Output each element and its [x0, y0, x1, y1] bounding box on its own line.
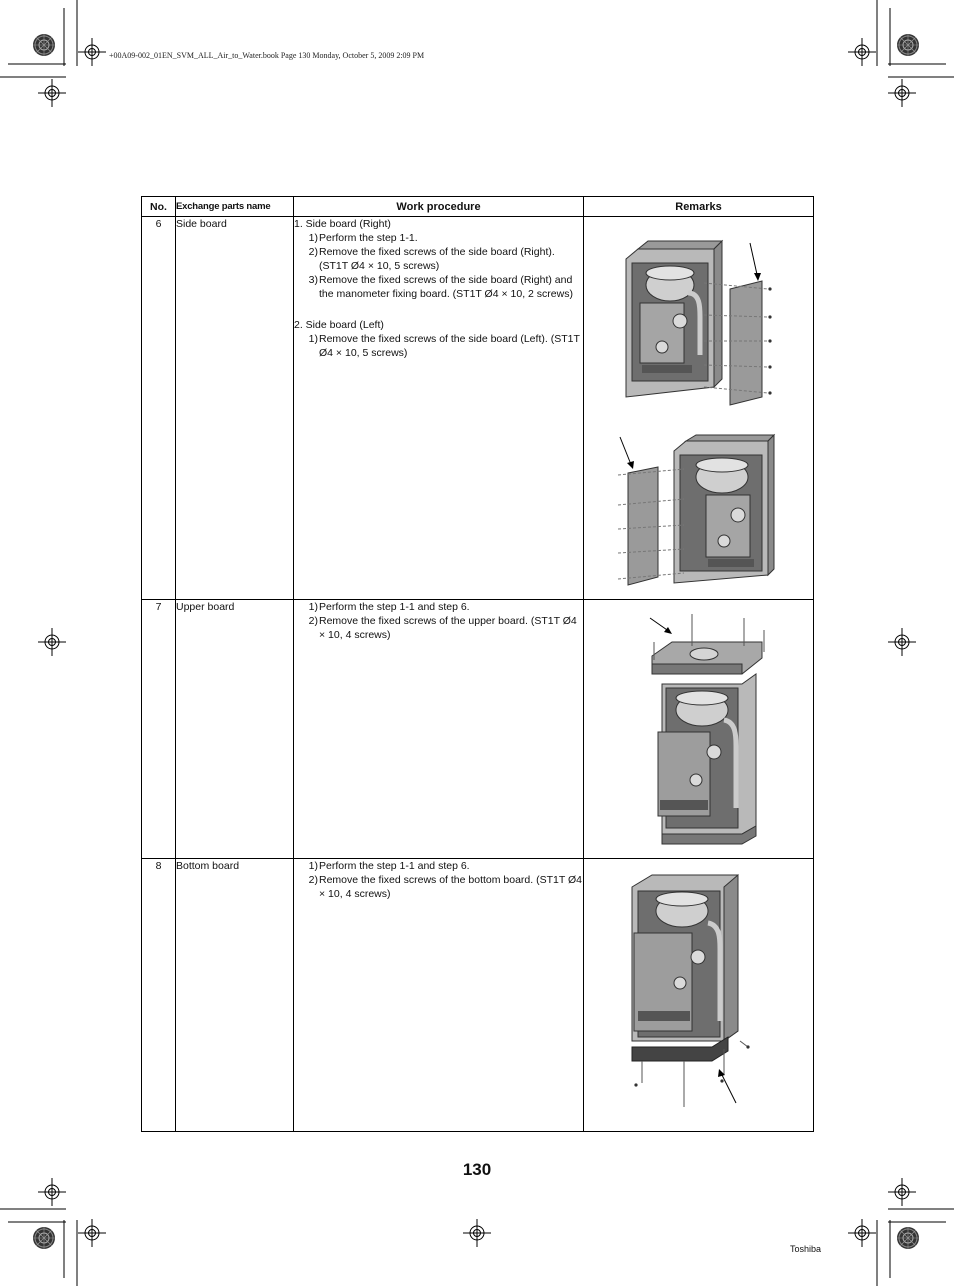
step-text: Remove the fixed screws of the side boar… [319, 246, 555, 272]
procedure-step: 2) Remove the fixed screws of the side b… [294, 245, 583, 273]
procedure-step: 2) Remove the fixed screws of the bottom… [294, 873, 583, 901]
remarks-cell [583, 858, 814, 1132]
step-number: 2) [308, 615, 318, 627]
procedure-group: 2. Side board (Left) 1) Remove the fixed… [294, 318, 583, 360]
header-exchange-parts-name: Exchange parts name [175, 196, 294, 217]
step-text: Remove the fixed screws of the side boar… [319, 333, 580, 359]
procedure-step: 3) Remove the fixed screws of the side b… [294, 273, 583, 301]
step-text: Remove the fixed screws of the side boar… [319, 274, 573, 300]
row-number: 6 [141, 216, 176, 600]
procedure-step: 1) Remove the fixed screws of the side b… [294, 332, 583, 360]
work-procedure: 1) Perform the step 1-1 and step 6. 2) R… [293, 599, 584, 859]
step-number: 2) [308, 874, 318, 886]
procedure-group-title: 2. Side board (Left) [294, 319, 384, 331]
header-work-procedure: Work procedure [293, 196, 584, 217]
row-number: 7 [141, 599, 176, 859]
step-text: Perform the step 1-1. [319, 232, 418, 244]
procedure-step: 1) Perform the step 1-1 and step 6. [294, 600, 583, 614]
step-number: 1) [308, 860, 318, 872]
page-number: 130 [462, 1160, 492, 1179]
table-row: 8 Bottom board 1) Perform the step 1-1 a… [141, 858, 814, 1132]
print-header: +00A09-002_01EN_SVM_ALL_Air_to_Water.boo… [109, 51, 425, 60]
remarks-cell [583, 216, 814, 600]
step-text: Remove the fixed screws of the upper boa… [319, 615, 577, 641]
side-board-right-illustration [625, 239, 772, 406]
remarks-cell [583, 599, 814, 859]
step-number: 1) [308, 232, 318, 244]
step-text: Remove the fixed screws of the bottom bo… [319, 874, 583, 900]
footer-brand: Toshiba [790, 1244, 822, 1254]
procedure-step: 1) Perform the step 1-1. [294, 231, 583, 245]
step-number: 2) [308, 246, 318, 258]
procedure-step: 1) Perform the step 1-1 and step 6. [294, 859, 583, 873]
part-name: Upper board [175, 599, 294, 859]
procedure-group-title: 1. Side board (Right) [294, 218, 391, 230]
side-board-left-illustration [617, 433, 776, 586]
step-number: 3) [308, 274, 318, 286]
header-no: No. [141, 196, 176, 217]
table-header-row: No. Exchange parts name Work procedure R… [141, 196, 814, 217]
part-name: Bottom board [175, 858, 294, 1132]
procedure-table: No. Exchange parts name Work procedure R… [141, 196, 814, 1132]
step-text: Perform the step 1-1 and step 6. [319, 860, 470, 872]
table-row: 7 Upper board 1) Perform the step 1-1 an… [141, 599, 814, 859]
bottom-board-illustration [631, 873, 750, 1107]
part-name: Side board [175, 216, 294, 600]
procedure-step: 2) Remove the fixed screws of the upper … [294, 614, 583, 642]
table-row: 6 Side board 1. Side board (Right) 1) Pe… [141, 216, 814, 600]
work-procedure: 1. Side board (Right) 1) Perform the ste… [293, 216, 584, 600]
header-remarks: Remarks [583, 196, 814, 217]
upper-board-illustration [649, 614, 765, 845]
step-number: 1) [308, 601, 318, 613]
step-text: Perform the step 1-1 and step 6. [319, 601, 470, 613]
step-number: 1) [308, 333, 318, 345]
procedure-group: 1. Side board (Right) 1) Perform the ste… [294, 217, 583, 301]
row-number: 8 [141, 858, 176, 1132]
work-procedure: 1) Perform the step 1-1 and step 6. 2) R… [293, 858, 584, 1132]
